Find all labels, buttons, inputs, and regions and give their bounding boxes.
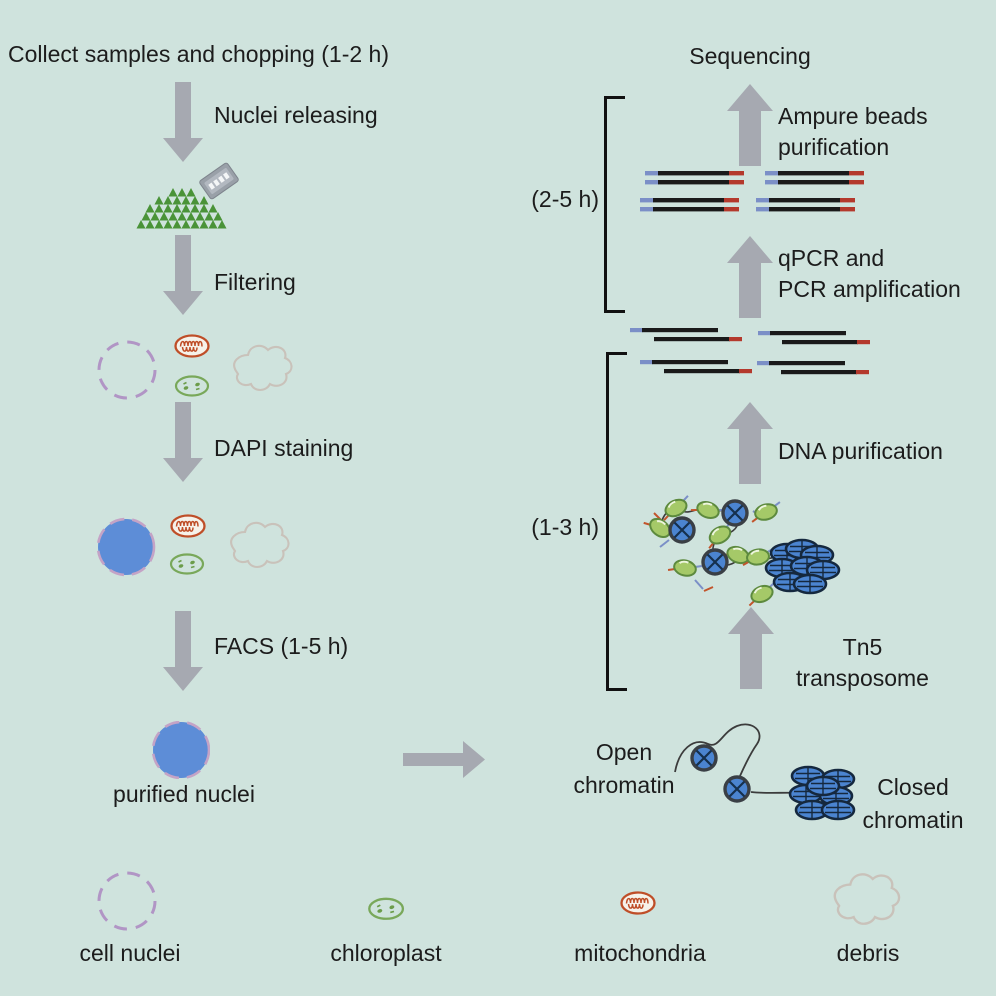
legend-chloroplast-label: chloroplast [330, 940, 442, 966]
cell-nuclei-icon [97, 340, 157, 400]
ampure-line2: purification [778, 134, 890, 160]
bracket-2-5h-label: (2-5 h) [531, 186, 599, 212]
purified-nuclei-label: purified nuclei [113, 781, 255, 807]
step-label-filtering: Filtering [214, 269, 296, 295]
arrow-up-icon [727, 236, 773, 318]
debris-icon [833, 873, 901, 925]
tagmented-fragment-icon [630, 328, 742, 342]
open-closed-chromatin-icon [674, 723, 856, 821]
arrow-down-icon [163, 235, 203, 315]
dna-fragment-pair-icon [756, 198, 855, 212]
step-label-facs: FACS (1-5 h) [214, 633, 349, 659]
ampure-label: Ampure beads purification [778, 101, 928, 163]
cell-nuclei-icon [97, 871, 157, 931]
tagmented-fragment-icon [640, 360, 752, 374]
step-label-nuclei-releasing: Nuclei releasing [214, 102, 378, 128]
open-chromatin-line2: chromatin [573, 772, 675, 798]
dna-purification-label: DNA purification [778, 438, 943, 464]
leaf-pile-icon [136, 188, 227, 229]
tagmented-fragment-icon [757, 361, 869, 375]
chloroplast-icon [368, 897, 405, 920]
tn5-label: Tn5 transposome [785, 632, 940, 694]
debris-icon [230, 521, 290, 569]
bracket-1-3h [606, 352, 627, 691]
mitochondria-icon [170, 514, 206, 538]
qpcr-label: qPCR and PCR amplification [778, 243, 961, 305]
dna-fragment-pair-icon [765, 171, 864, 185]
stained-nucleus-icon [96, 517, 156, 577]
legend-mitochondria-label: mitochondria [574, 940, 706, 966]
arrow-down-icon [163, 611, 203, 691]
tn5-line1: Tn5 [842, 634, 883, 660]
step-label-dapi-staining: DAPI staining [214, 435, 354, 461]
qpcr-line2: PCR amplification [778, 276, 961, 302]
dna-fragment-pair-icon [640, 198, 739, 212]
arrow-right-icon [403, 741, 485, 778]
chloroplast-icon [169, 553, 205, 575]
title-collect-chopping: Collect samples and chopping (1-2 h) [8, 41, 389, 67]
purified-nucleus-icon [152, 721, 210, 779]
tagmented-fragment-icon [758, 331, 870, 345]
ampure-line1: Ampure beads [778, 103, 928, 129]
arrow-up-icon [728, 607, 774, 689]
arrow-down-icon [163, 402, 203, 482]
qpcr-line1: qPCR and [778, 245, 885, 271]
arrow-up-icon [727, 402, 773, 484]
legend-debris-label: debris [836, 940, 900, 966]
legend-cell-nuclei-label: cell nuclei [79, 940, 181, 966]
tn5-line2: transposome [796, 665, 929, 691]
debris-icon [233, 344, 293, 392]
dna-fragment-pair-icon [645, 171, 744, 185]
open-chromatin-line1: Open [595, 739, 653, 765]
closed-chromatin-line1: Closed [877, 774, 949, 800]
bracket-2-5h [604, 96, 625, 313]
open-chromatin-label: Open chromatin [524, 736, 724, 802]
arrow-up-icon [727, 84, 773, 166]
bracket-1-3h-label: (1-3 h) [531, 514, 599, 540]
razor-blade-icon [199, 162, 239, 200]
sequencing-label: Sequencing [689, 43, 811, 69]
mitochondria-icon [620, 891, 656, 915]
mitochondria-icon [174, 334, 210, 358]
closed-chromatin-label: Closed chromatin [823, 771, 996, 837]
chloroplast-icon [174, 375, 210, 397]
tagmentation-cluster-icon [641, 493, 841, 608]
closed-chromatin-line2: chromatin [862, 807, 964, 833]
arrow-down-icon [163, 82, 203, 162]
